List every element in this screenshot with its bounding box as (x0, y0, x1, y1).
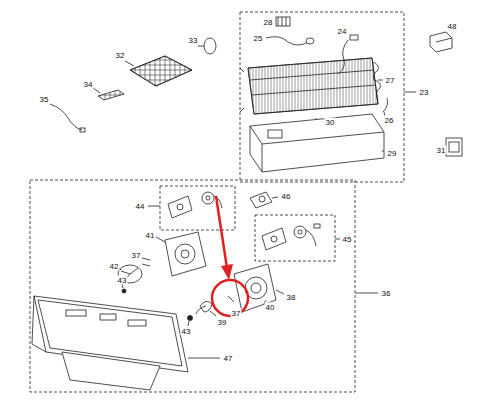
fan-bracket (234, 264, 276, 312)
callout-number: 46 (281, 192, 292, 201)
callout-number: 30 (325, 118, 336, 127)
callout-number: 27 (385, 76, 396, 85)
callout-number: 35 (39, 95, 50, 104)
part (276, 17, 290, 26)
fan-blade (200, 301, 212, 312)
rear-panel (32, 296, 220, 390)
group-box (240, 12, 404, 182)
lamp (204, 38, 216, 54)
callout-number: 45 (342, 235, 353, 244)
fan-bracket (165, 232, 206, 276)
group-box (255, 215, 335, 261)
callout-number: 47 (223, 354, 234, 363)
group-box (160, 186, 235, 230)
callout-number: 26 (384, 116, 395, 125)
callout-number: 25 (253, 34, 264, 43)
callout-number: 36 (381, 289, 392, 298)
callout-number: 32 (115, 51, 126, 60)
callout-number: 43 (117, 276, 128, 285)
callout-number: 37 (231, 309, 242, 318)
evaporator (248, 58, 378, 114)
switch (446, 138, 462, 156)
part (250, 192, 272, 208)
drain-tray (250, 114, 384, 172)
callout-number: 39 (217, 318, 228, 327)
group-box (30, 180, 355, 392)
callout-number: 40 (265, 303, 276, 312)
callout-number: 34 (83, 80, 94, 89)
connector-block (430, 32, 452, 52)
callout-number: 43 (181, 327, 192, 336)
callout-number: 48 (447, 22, 458, 31)
grill (130, 56, 192, 86)
callout-number: 24 (337, 27, 348, 36)
part (98, 90, 124, 100)
callout-number: 44 (135, 202, 146, 211)
callout-number: 29 (387, 149, 398, 158)
callout-number: 41 (145, 231, 156, 240)
callout-number: 38 (286, 293, 297, 302)
highlight (212, 196, 248, 316)
callout-number: 37 (131, 251, 142, 260)
callout-number: 33 (188, 36, 199, 45)
callout-number: 28 (263, 18, 274, 27)
callout-number: 42 (109, 262, 120, 271)
callout-number: 23 (419, 88, 430, 97)
callout-number: 31 (436, 146, 447, 155)
